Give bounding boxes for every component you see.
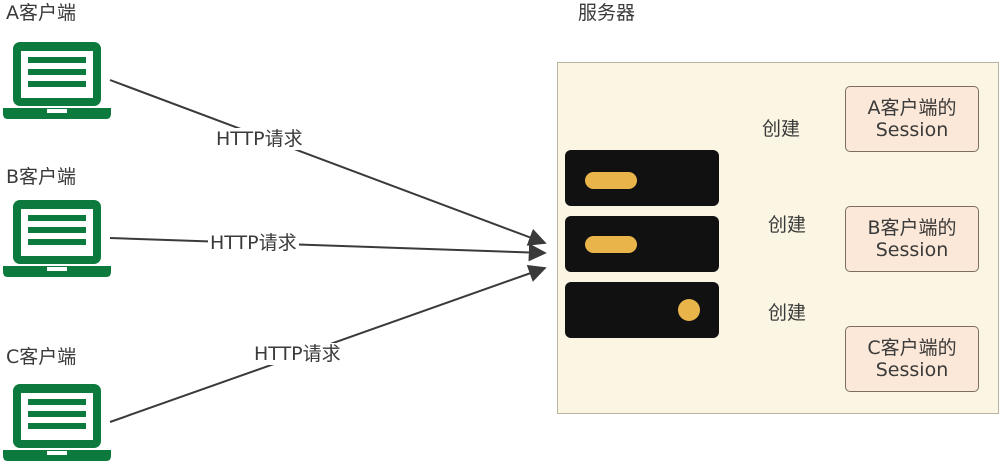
request-label-c: HTTP请求 xyxy=(252,343,343,365)
session-box-c: C客户端的 Session xyxy=(845,326,979,392)
session-b-line2: Session xyxy=(875,239,949,261)
client-label-c: C客户端 xyxy=(6,346,77,368)
server-title: 服务器 xyxy=(578,2,636,24)
laptop-icon-client-a xyxy=(3,42,111,119)
request-label-a: HTTP请求 xyxy=(214,128,305,150)
session-c-line1: C客户端的 xyxy=(867,337,957,359)
create-label-a: 创建 xyxy=(762,118,801,140)
request-arrow-a xyxy=(109,79,547,246)
client-label-a: A客户端 xyxy=(6,2,76,24)
laptop-icon-client-b xyxy=(3,200,111,277)
create-label-c: 创建 xyxy=(768,302,807,324)
session-c-line2: Session xyxy=(875,359,949,381)
client-label-b: B客户端 xyxy=(6,166,77,188)
server-rack-icon xyxy=(565,150,719,338)
session-a-line2: Session xyxy=(875,119,949,141)
session-a-line1: A客户端的 xyxy=(867,97,957,119)
session-box-b: B客户端的 Session xyxy=(845,206,979,272)
request-label-b: HTTP请求 xyxy=(208,232,299,254)
session-box-a: A客户端的 Session xyxy=(845,86,979,152)
create-label-b: 创建 xyxy=(768,214,807,236)
session-b-line1: B客户端的 xyxy=(867,217,957,239)
laptop-icon-client-c xyxy=(3,384,111,461)
request-arrow-b xyxy=(109,237,547,262)
